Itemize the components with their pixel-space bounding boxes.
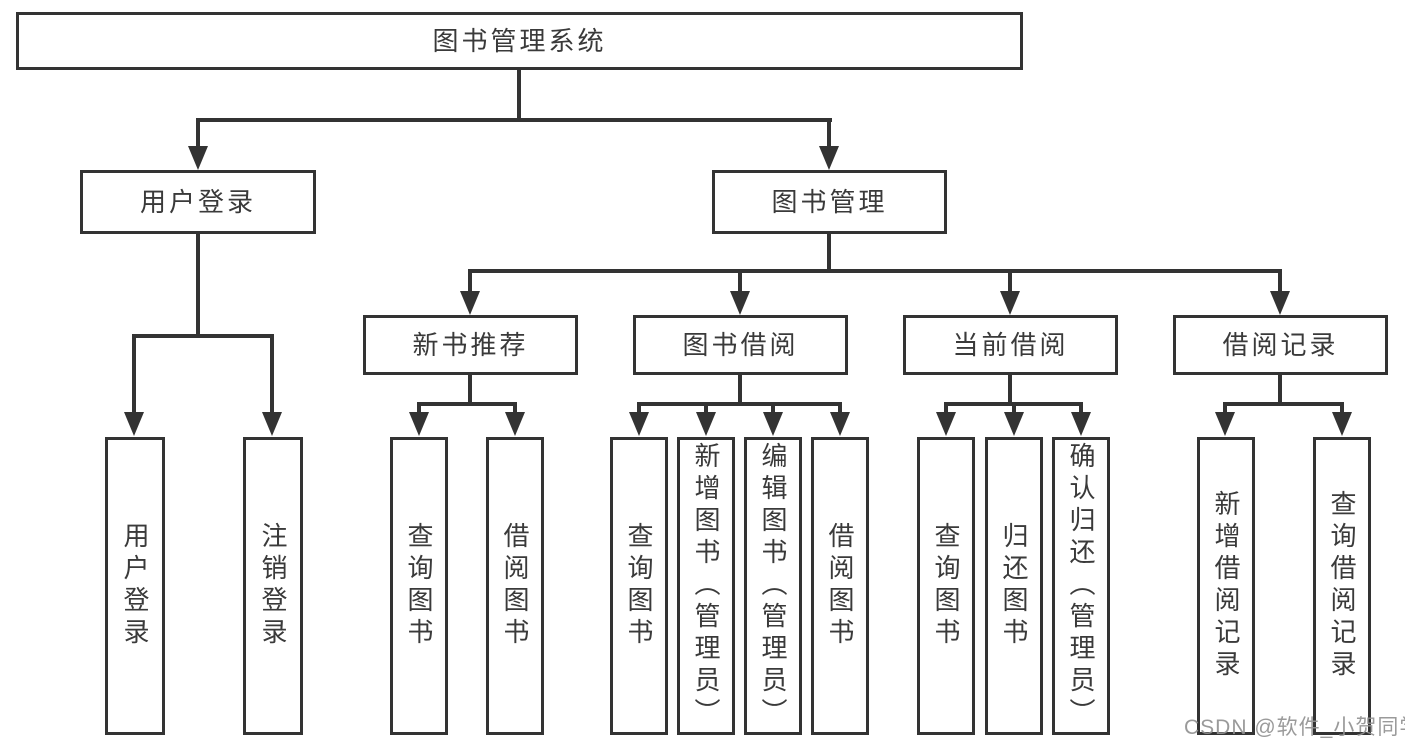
- connector-line: [1278, 375, 1282, 404]
- node-book-borrow-label: 图书借阅: [682, 330, 799, 360]
- connector-line: [637, 404, 641, 414]
- connector-line: [1012, 404, 1016, 414]
- leaf-return-books-label: 归还图书: [999, 522, 1029, 650]
- leaf-query-books-current: 查询图书: [917, 437, 975, 735]
- arrowhead-down-icon: [936, 412, 956, 436]
- leaf-add-borrow-record: 新增借阅记录: [1197, 437, 1255, 735]
- arrowhead-down-icon: [262, 412, 282, 436]
- node-current-borrow: 当前借阅: [903, 315, 1118, 375]
- leaf-query-books-recommend: 查询图书: [390, 437, 448, 735]
- connector-line: [1223, 402, 1344, 406]
- arrowhead-down-icon: [188, 146, 208, 170]
- arrowhead-down-icon: [696, 412, 716, 436]
- leaf-add-books-admin-label: 新增图书（管理员）: [691, 442, 721, 730]
- connector-line: [1008, 375, 1012, 404]
- node-book-borrow: 图书借阅: [633, 315, 848, 375]
- connector-line: [417, 402, 517, 406]
- connector-line: [132, 334, 274, 338]
- arrowhead-down-icon: [1071, 412, 1091, 436]
- arrowhead-down-icon: [629, 412, 649, 436]
- arrowhead-down-icon: [124, 412, 144, 436]
- arrowhead-down-icon: [460, 291, 480, 315]
- leaf-return-books: 归还图书: [985, 437, 1043, 735]
- leaf-logout-label: 注销登录: [258, 522, 288, 650]
- connector-line: [1278, 271, 1282, 293]
- connector-line: [1008, 271, 1012, 293]
- leaf-edit-books-admin-label: 编辑图书（管理员）: [758, 442, 788, 730]
- connector-line: [468, 271, 472, 293]
- connector-line: [827, 234, 831, 271]
- connector-line: [196, 234, 200, 336]
- arrowhead-down-icon: [1270, 291, 1290, 315]
- node-new-book-recommend: 新书推荐: [363, 315, 578, 375]
- leaf-query-borrow-record-label: 查询借阅记录: [1327, 490, 1357, 682]
- connector-line: [637, 402, 842, 406]
- leaf-confirm-return-admin-label: 确认归还（管理员）: [1066, 442, 1096, 730]
- connector-line: [196, 118, 832, 122]
- connector-line: [738, 271, 742, 293]
- arrowhead-down-icon: [1215, 412, 1235, 436]
- connector-line: [132, 336, 136, 412]
- connector-line: [771, 404, 775, 414]
- leaf-query-books-current-label: 查询图书: [931, 522, 961, 650]
- node-current-borrow-label: 当前借阅: [952, 330, 1069, 360]
- leaf-query-books-recommend-label: 查询图书: [404, 522, 434, 650]
- leaf-borrow-books-label: 借阅图书: [825, 522, 855, 650]
- connector-line: [517, 70, 521, 120]
- arrowhead-down-icon: [730, 291, 750, 315]
- arrowhead-down-icon: [1004, 412, 1024, 436]
- leaf-query-books-borrow-label: 查询图书: [624, 522, 654, 650]
- arrowhead-down-icon: [819, 146, 839, 170]
- connector-line: [513, 404, 517, 414]
- node-root: 图书管理系统: [16, 12, 1023, 70]
- connector-line: [838, 404, 842, 414]
- node-root-label: 图书管理系统: [432, 26, 607, 56]
- leaf-query-borrow-record: 查询借阅记录: [1313, 437, 1371, 735]
- csdn-watermark: CSDN @软件_小贺同学: [1184, 716, 1405, 739]
- node-user-login: 用户登录: [80, 170, 316, 234]
- arrowhead-down-icon: [763, 412, 783, 436]
- arrowhead-down-icon: [1000, 291, 1020, 315]
- leaf-edit-books-admin: 编辑图书（管理员）: [744, 437, 802, 735]
- connector-line: [1340, 404, 1344, 414]
- connector-line: [944, 404, 948, 414]
- leaf-add-books-admin: 新增图书（管理员）: [677, 437, 735, 735]
- node-borrow-records-label: 借阅记录: [1222, 330, 1339, 360]
- connector-line: [196, 120, 200, 148]
- leaf-borrow-books-recommend-label: 借阅图书: [500, 522, 530, 650]
- arrowhead-down-icon: [1332, 412, 1352, 436]
- connector-line: [827, 120, 831, 148]
- node-book-management-label: 图书管理: [771, 187, 888, 217]
- node-new-book-recommend-label: 新书推荐: [412, 330, 529, 360]
- connector-line: [1223, 404, 1227, 414]
- connector-line: [417, 404, 421, 414]
- node-user-login-label: 用户登录: [139, 187, 256, 217]
- leaf-user-login-label: 用户登录: [120, 522, 150, 650]
- connector-line: [738, 375, 742, 404]
- connector-line: [468, 375, 472, 404]
- node-borrow-records: 借阅记录: [1173, 315, 1388, 375]
- leaf-borrow-books: 借阅图书: [811, 437, 869, 735]
- leaf-add-borrow-record-label: 新增借阅记录: [1211, 490, 1241, 682]
- leaf-logout: 注销登录: [243, 437, 303, 735]
- leaf-borrow-books-recommend: 借阅图书: [486, 437, 544, 735]
- leaf-confirm-return-admin: 确认归还（管理员）: [1052, 437, 1110, 735]
- connector-line: [270, 336, 274, 412]
- arrowhead-down-icon: [505, 412, 525, 436]
- node-book-management: 图书管理: [712, 170, 947, 234]
- arrowhead-down-icon: [830, 412, 850, 436]
- leaf-query-books-borrow: 查询图书: [610, 437, 668, 735]
- arrowhead-down-icon: [409, 412, 429, 436]
- connector-line: [1079, 404, 1083, 414]
- leaf-user-login: 用户登录: [105, 437, 165, 735]
- connector-line: [468, 269, 1282, 273]
- connector-line: [704, 404, 708, 414]
